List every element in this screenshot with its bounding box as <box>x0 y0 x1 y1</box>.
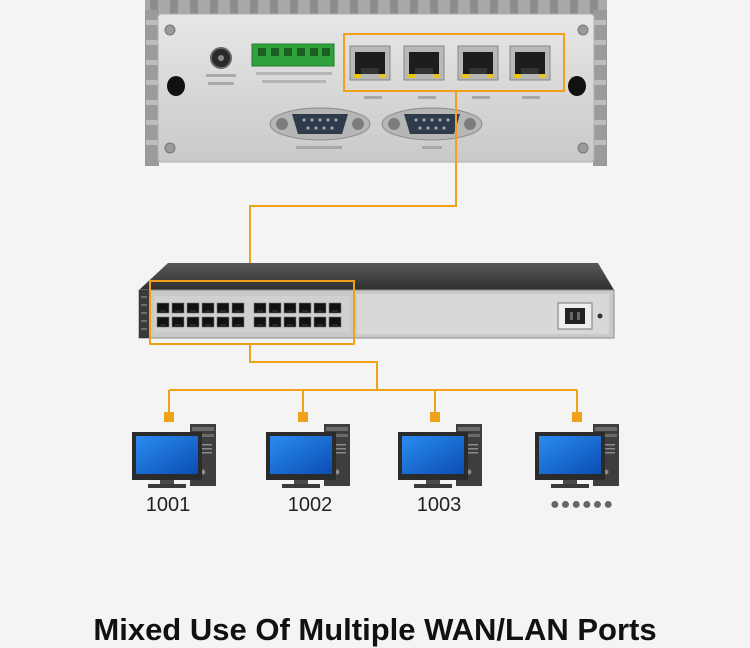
pc-label-1: 1001 <box>145 494 191 516</box>
desktop-computer <box>535 424 619 488</box>
connection-lines <box>168 91 578 414</box>
desktop-computer <box>398 424 482 488</box>
connection-nodes <box>164 412 582 422</box>
pc-label-2: 1002 <box>287 494 333 516</box>
mini-pc-chassis <box>145 0 607 166</box>
pc-label-3: 1003 <box>416 494 462 516</box>
desktop-computer <box>266 424 350 488</box>
page-caption: Mixed Use Of Multiple WAN/LAN Ports <box>93 612 657 647</box>
pc-label-more: ●●●●●● <box>550 496 614 513</box>
desktop-computer <box>132 424 216 488</box>
network-switch <box>138 263 615 345</box>
